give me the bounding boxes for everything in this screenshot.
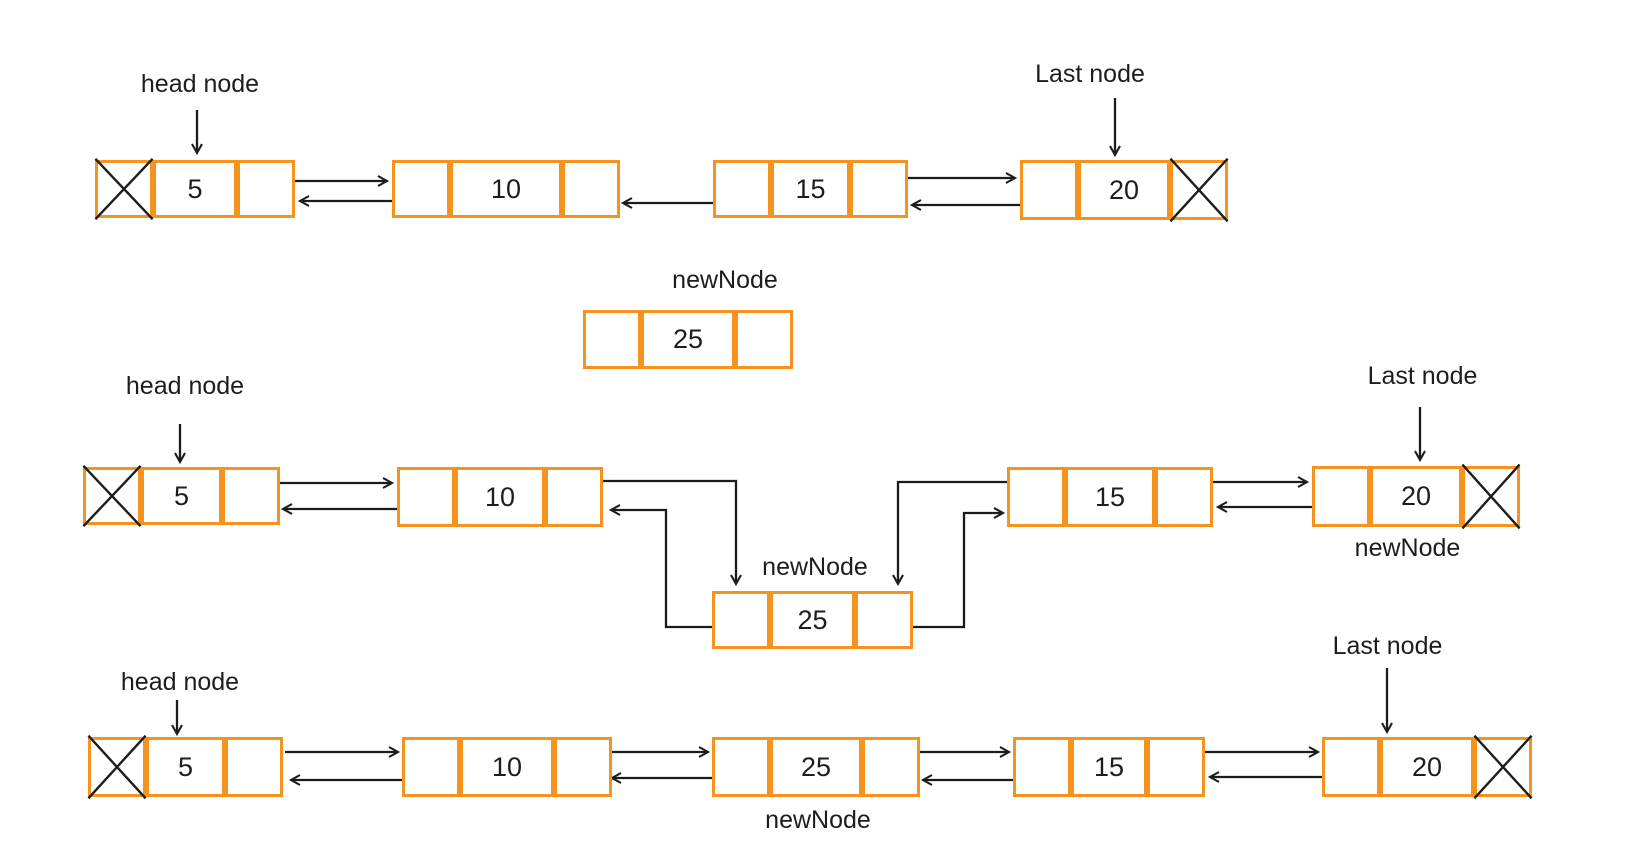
detached-newnode-label: newNode (672, 266, 778, 294)
null-pointer-x-icon (86, 470, 138, 522)
node-value: 15 (771, 160, 850, 218)
step2-node-5: 5 (83, 467, 280, 525)
node-value: 25 (641, 310, 735, 369)
next-pointer-cell (850, 160, 908, 218)
prev-pointer-null-cell (88, 737, 146, 797)
node-value: 25 (770, 737, 862, 797)
next-pointer-cell (1155, 467, 1213, 527)
arrow-step2-10-next-newnode (597, 479, 742, 587)
step1-node-5: 5 (95, 160, 295, 218)
step3-node-20: 20 (1322, 737, 1532, 797)
next-pointer-cell (855, 591, 913, 649)
step2-head-node-label: head node (125, 372, 245, 400)
node-value: 25 (770, 591, 855, 649)
prev-pointer-cell (1312, 466, 1370, 527)
step3-newnode-25: 25 (712, 737, 920, 797)
prev-pointer-null-cell (95, 160, 153, 218)
prev-pointer-null-cell (83, 467, 141, 525)
prev-pointer-cell (392, 160, 450, 218)
step3-node-5: 5 (88, 737, 283, 797)
next-pointer-cell (237, 160, 295, 218)
step2-node-15: 15 (1007, 467, 1213, 527)
prev-pointer-cell (1020, 160, 1078, 220)
arrow-step2-newnode-prev-10 (608, 504, 718, 629)
next-pointer-cell (225, 737, 283, 797)
step2-newnode-label: newNode (762, 553, 868, 581)
node-value: 5 (153, 160, 237, 218)
step2-tail-newnode-label: newNode (1354, 534, 1461, 562)
null-pointer-x-icon (91, 740, 143, 794)
next-pointer-cell (545, 467, 603, 527)
next-pointer-null-cell (1170, 160, 1228, 220)
node-value: 15 (1071, 737, 1147, 797)
step2-node-20: 20 (1312, 466, 1520, 527)
step2-node-10: 10 (397, 467, 603, 527)
next-pointer-null-cell (1474, 737, 1532, 797)
prev-pointer-cell (1322, 737, 1380, 797)
next-pointer-null-cell (1462, 466, 1520, 527)
prev-pointer-cell (712, 737, 770, 797)
step3-node-15: 15 (1013, 737, 1205, 797)
prev-pointer-cell (712, 591, 770, 649)
arrow-step2-15-prev-newnode (892, 480, 1020, 587)
next-pointer-cell (554, 737, 612, 797)
null-pointer-x-icon (1173, 163, 1225, 217)
node-value: 10 (455, 467, 545, 527)
step1-last-node-label: Last node (1035, 60, 1145, 88)
step3-node-10: 10 (402, 737, 612, 797)
step1-head-node-label: head node (140, 70, 260, 98)
step1-node-20: 20 (1020, 160, 1228, 220)
node-value: 20 (1370, 466, 1462, 527)
step3-newnode-label: newNode (765, 806, 871, 834)
arrow-step2-newnode-next-15 (908, 507, 1006, 629)
step2-last-node-label: Last node (1367, 362, 1478, 390)
next-pointer-cell (862, 737, 920, 797)
prev-pointer-cell (397, 467, 455, 527)
node-value: 10 (450, 160, 562, 218)
step3-last-node-label: Last node (1332, 632, 1443, 660)
next-pointer-cell (735, 310, 793, 369)
null-pointer-x-icon (1477, 740, 1529, 794)
node-value: 20 (1078, 160, 1170, 220)
null-pointer-x-icon (1465, 469, 1517, 524)
next-pointer-cell (222, 467, 280, 525)
node-value: 5 (141, 467, 222, 525)
prev-pointer-cell (402, 737, 460, 797)
prev-pointer-cell (1013, 737, 1071, 797)
step1-node-10: 10 (392, 160, 620, 218)
detached-newnode-25: 25 (583, 310, 793, 369)
node-value: 5 (146, 737, 225, 797)
node-value: 15 (1065, 467, 1155, 527)
null-pointer-x-icon (98, 163, 150, 215)
node-value: 10 (460, 737, 554, 797)
step3-head-node-label: head node (120, 668, 240, 696)
prev-pointer-cell (583, 310, 641, 369)
prev-pointer-cell (1007, 467, 1065, 527)
step1-node-15: 15 (713, 160, 908, 218)
node-value: 20 (1380, 737, 1474, 797)
next-pointer-cell (1147, 737, 1205, 797)
step2-newnode-25: 25 (712, 591, 913, 649)
prev-pointer-cell (713, 160, 771, 218)
next-pointer-cell (562, 160, 620, 218)
